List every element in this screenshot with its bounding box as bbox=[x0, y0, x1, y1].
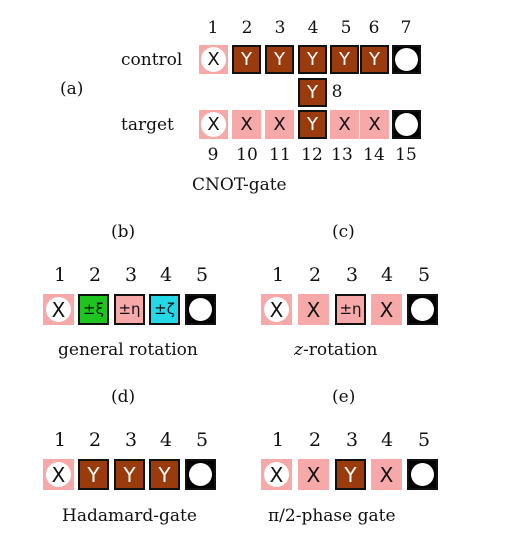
qubit-number: 3 bbox=[124, 429, 138, 451]
cell-circle bbox=[407, 294, 438, 325]
qubit-number: 2 bbox=[308, 429, 322, 451]
cell-letter: X bbox=[207, 113, 220, 135]
panel-e-label: (e) bbox=[332, 387, 356, 407]
circle-icon bbox=[189, 298, 212, 321]
cell-letter: X bbox=[51, 462, 66, 487]
cell-y: Y bbox=[114, 459, 145, 490]
cell-x: X bbox=[298, 294, 329, 325]
cell-plus-minus-zeta: ±ζ bbox=[149, 294, 180, 325]
control-cell-y: Y bbox=[265, 45, 294, 74]
cell-letter: X bbox=[269, 462, 284, 487]
qubit-number: 1 bbox=[271, 264, 285, 286]
control-cell-y: Y bbox=[298, 45, 327, 74]
circle-icon bbox=[395, 48, 418, 71]
cell-x: X bbox=[371, 294, 402, 325]
cell-y: Y bbox=[149, 459, 180, 490]
qubit-number: 3 bbox=[124, 264, 138, 286]
target-cell-x: X bbox=[199, 110, 228, 139]
panel-a-caption: CNOT-gate bbox=[192, 175, 287, 195]
qubit-number: 5 bbox=[195, 264, 209, 286]
qubit-number: 6 bbox=[368, 18, 380, 38]
target-cell-y: Y bbox=[298, 110, 327, 139]
circle-icon bbox=[189, 463, 212, 486]
qubit-number: 10 bbox=[236, 145, 258, 165]
qubit-number: 13 bbox=[331, 145, 353, 165]
caption-rest: -rotation bbox=[302, 340, 378, 360]
cell-plus-minus-eta: ±η bbox=[114, 294, 145, 325]
cell-x: X bbox=[298, 459, 329, 490]
target-cell-x: X bbox=[232, 110, 261, 139]
target-cell-x: X bbox=[265, 110, 294, 139]
panel-c-label: (c) bbox=[332, 222, 355, 242]
cell-letter: X bbox=[207, 48, 220, 70]
control-cell-y: Y bbox=[360, 45, 389, 74]
cell-plus-minus-eta: ±η bbox=[335, 294, 366, 325]
cell-plus-minus-xi: ±ξ bbox=[78, 294, 109, 325]
cell-x: X bbox=[261, 459, 292, 490]
panel-a-label: (a) bbox=[60, 79, 84, 99]
target-cell-circle bbox=[392, 110, 421, 139]
qubit-number: 3 bbox=[345, 429, 359, 451]
qubit-number: 1 bbox=[53, 264, 67, 286]
panel-b-label: (b) bbox=[111, 222, 136, 242]
cell-circle bbox=[407, 459, 438, 490]
qubit-number: 14 bbox=[363, 145, 385, 165]
target-cell-x: X bbox=[330, 110, 359, 139]
control-cell-circle bbox=[392, 45, 421, 74]
circle-icon bbox=[411, 463, 434, 486]
control-cell-x: X bbox=[199, 45, 228, 74]
qubit-number: 2 bbox=[88, 429, 102, 451]
cell-y: Y bbox=[335, 459, 366, 490]
circle-icon bbox=[411, 298, 434, 321]
cell-circle bbox=[185, 294, 216, 325]
qubit-number: 7 bbox=[400, 18, 412, 38]
qubit-number: 9 bbox=[207, 145, 219, 165]
qubit-number: 3 bbox=[274, 18, 286, 38]
qubit-number: 8 bbox=[331, 82, 343, 102]
qubit-number: 15 bbox=[395, 145, 417, 165]
qubit-number: 11 bbox=[269, 145, 291, 165]
qubit-number: 5 bbox=[417, 264, 431, 286]
panel-b-caption: general rotation bbox=[58, 340, 198, 360]
cell-letter: X bbox=[269, 297, 284, 322]
qubit-number: 1 bbox=[207, 18, 219, 38]
panel-e-caption: π/2-phase gate bbox=[268, 506, 396, 526]
middle-cell-y: Y bbox=[298, 78, 327, 107]
cell-letter: X bbox=[51, 297, 66, 322]
qubit-number: 3 bbox=[345, 264, 359, 286]
target-label: target bbox=[121, 115, 174, 135]
cell-y: Y bbox=[78, 459, 109, 490]
cell-circle bbox=[185, 459, 216, 490]
control-cell-y: Y bbox=[232, 45, 261, 74]
cell-x: X bbox=[43, 294, 74, 325]
qubit-number: 4 bbox=[159, 429, 173, 451]
panel-c-caption: z-rotation bbox=[294, 342, 378, 359]
cell-x: X bbox=[43, 459, 74, 490]
qubit-number: 4 bbox=[159, 264, 173, 286]
qubit-number: 5 bbox=[340, 18, 352, 38]
target-cell-x: X bbox=[360, 110, 389, 139]
qubit-number: 4 bbox=[380, 264, 394, 286]
qubit-number: 2 bbox=[241, 18, 253, 38]
cell-x: X bbox=[261, 294, 292, 325]
circle-icon bbox=[395, 113, 418, 136]
qubit-number: 1 bbox=[271, 429, 285, 451]
qubit-number: 4 bbox=[307, 18, 319, 38]
panel-d-label: (d) bbox=[111, 387, 136, 407]
qubit-number: 5 bbox=[417, 429, 431, 451]
caption-italic: z bbox=[294, 340, 303, 360]
qubit-number: 1 bbox=[53, 429, 67, 451]
cell-x: X bbox=[371, 459, 402, 490]
control-label: control bbox=[121, 50, 183, 70]
qubit-number: 2 bbox=[88, 264, 102, 286]
qubit-number: 5 bbox=[195, 429, 209, 451]
control-cell-y: Y bbox=[330, 45, 359, 74]
qubit-number: 2 bbox=[308, 264, 322, 286]
qubit-number: 12 bbox=[301, 145, 323, 165]
qubit-number: 4 bbox=[380, 429, 394, 451]
panel-d-caption: Hadamard-gate bbox=[62, 506, 197, 526]
